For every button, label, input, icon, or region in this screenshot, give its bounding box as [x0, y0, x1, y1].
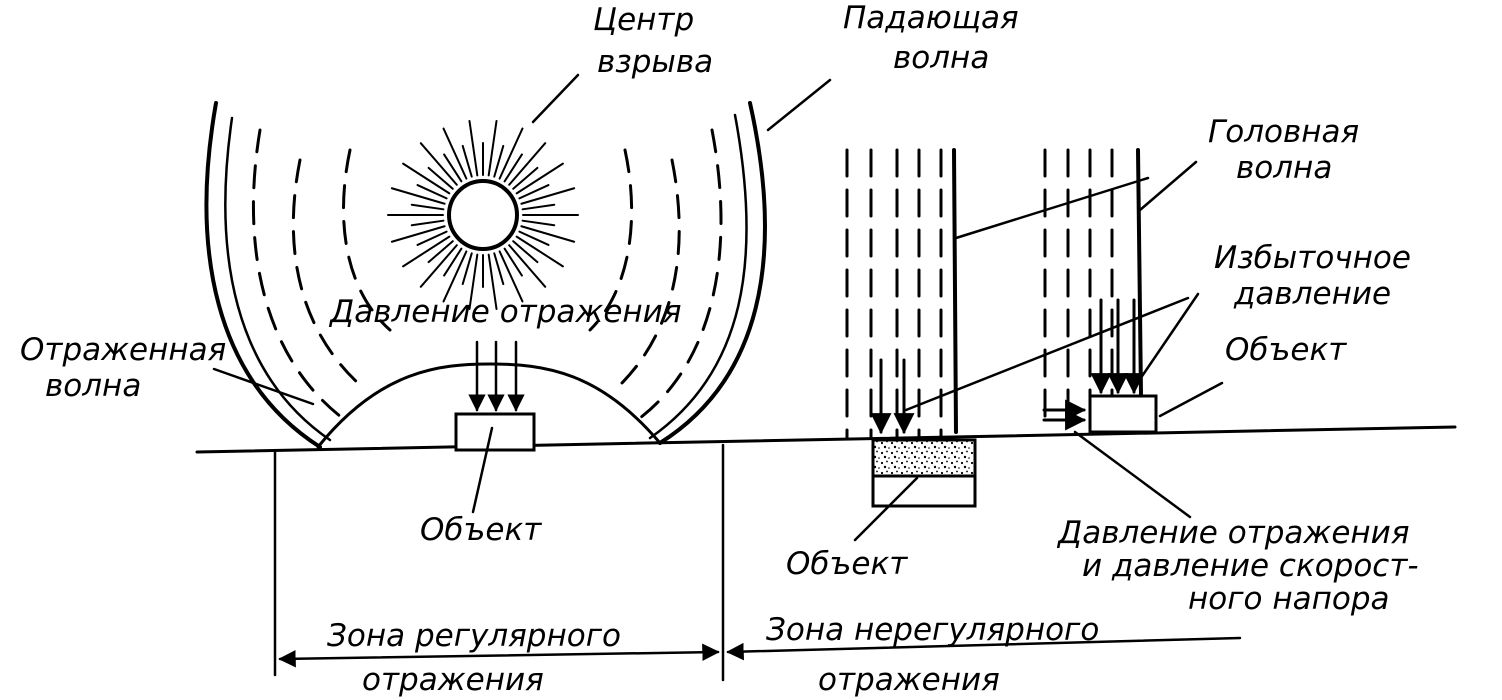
reflected-wave-dome — [316, 362, 662, 449]
sun-ray — [512, 240, 539, 264]
label-head-wave: Головная волна — [1208, 114, 1369, 186]
label-overpressure: Избыточное давление — [1214, 240, 1421, 312]
sun-ray — [515, 235, 564, 268]
sun-ray — [498, 127, 524, 180]
sun-ray — [493, 252, 505, 286]
sun-ray — [518, 184, 550, 200]
leader-lines — [212, 73, 1224, 542]
sun-ray — [390, 187, 446, 205]
blast-center-icon — [387, 119, 579, 311]
ground-line — [195, 425, 1457, 454]
left-object-block — [454, 412, 536, 452]
sun-ray — [390, 225, 446, 243]
left-overpressure-arrows — [468, 340, 525, 412]
sun-ray — [520, 225, 576, 243]
sun-ray — [520, 187, 576, 205]
right-head-wave — [1042, 148, 1145, 431]
label-reflection-and-dynamic-pressure: Давление отражения и давление скорост- н… — [1056, 515, 1428, 617]
label-object-right: Объект — [1225, 332, 1347, 368]
sun-ray — [427, 240, 454, 264]
sun-ray — [443, 153, 463, 183]
label-reflection-pressure-top: Давление отражения — [328, 294, 681, 330]
sun-ray — [468, 253, 479, 311]
sun-ray — [427, 166, 454, 190]
sun-ray — [416, 184, 448, 200]
sun-ray — [515, 162, 564, 195]
sun-ray — [518, 230, 550, 246]
zone-dimension-lines — [273, 443, 1242, 682]
sun-ray — [468, 119, 479, 177]
sun-ray — [503, 247, 523, 277]
incident-wave-arcs — [204, 101, 767, 449]
sun-ray — [402, 235, 451, 268]
sun-ray — [402, 162, 451, 195]
sun-ray — [498, 250, 524, 303]
label-blast-center: Центр взрыва — [593, 2, 713, 80]
sun-ray — [416, 230, 448, 246]
sun-ray — [508, 244, 547, 288]
label-reflected-wave: Отраженная волна — [20, 332, 236, 404]
sun-ray — [503, 153, 523, 183]
sun-ray — [487, 253, 498, 311]
sun-ray — [461, 144, 473, 178]
middle-head-wave — [845, 148, 958, 440]
sun-ray — [493, 144, 505, 178]
label-object-middle: Объект — [786, 546, 908, 582]
label-object-left: Объект — [420, 512, 542, 548]
sun-ray — [443, 247, 463, 277]
sun-ray — [521, 219, 556, 227]
sun-ray — [521, 203, 556, 211]
sun-ray — [419, 142, 458, 186]
label-incident-wave: Падающая волна — [843, 0, 1029, 76]
right-object-block — [1088, 394, 1158, 434]
sun-ray — [410, 203, 445, 211]
sun-ray — [461, 252, 473, 286]
sun-ray — [512, 166, 539, 190]
dashed-wavefronts — [251, 128, 723, 422]
sun-ray — [508, 142, 547, 186]
label-zone-irregular: Зона нерегулярного отражения — [766, 612, 1109, 698]
sun-ray — [410, 219, 445, 227]
sun-ray — [442, 127, 468, 180]
middle-object-foundation — [871, 438, 977, 508]
sun-ray — [442, 250, 468, 303]
sun-ray — [487, 119, 498, 177]
label-zone-regular: Зона регулярного отражения — [327, 618, 631, 698]
sun-ray — [419, 244, 458, 288]
